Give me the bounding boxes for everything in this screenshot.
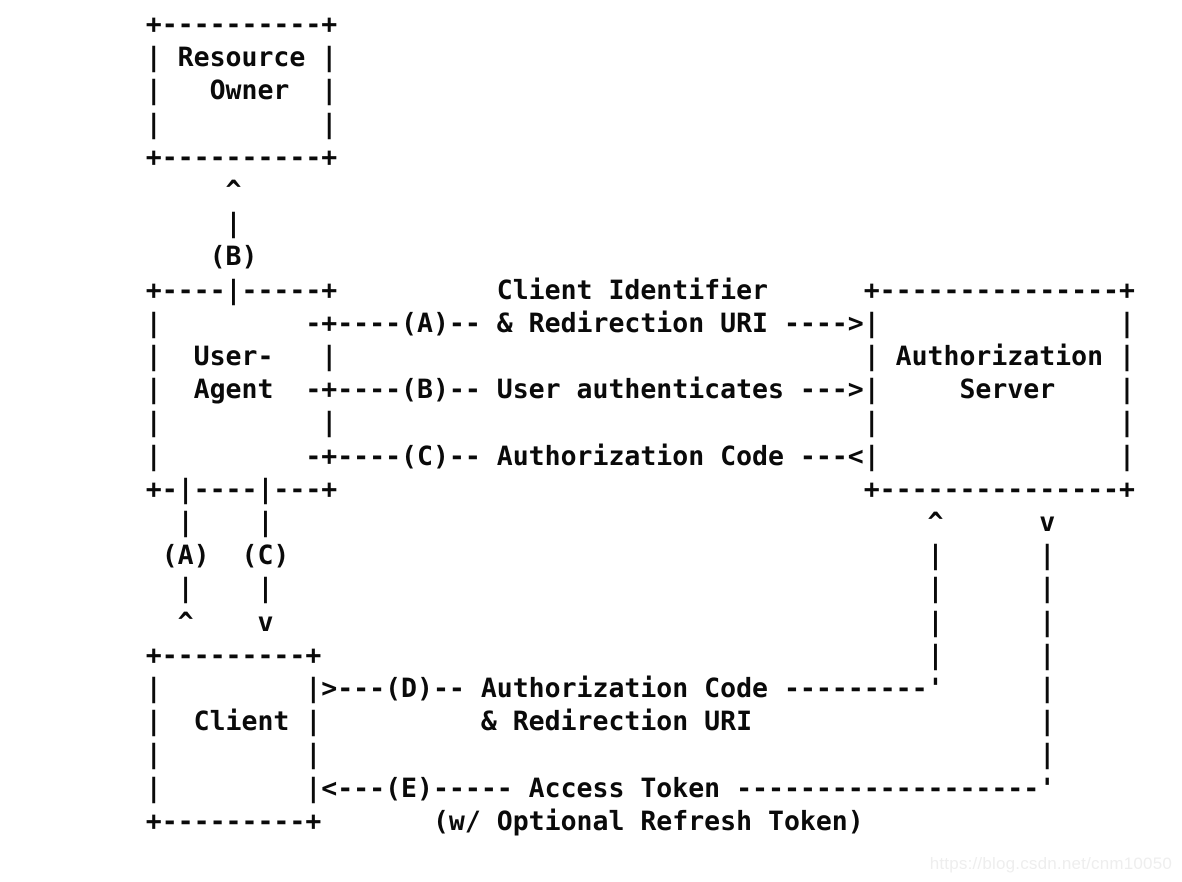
csdn-watermark: https://blog.csdn.net/cnm10050 (929, 854, 1172, 873)
oauth-authorization-code-flow-diagram: +----------+ | Resource | | Owner | | | … (145, 9, 1135, 837)
